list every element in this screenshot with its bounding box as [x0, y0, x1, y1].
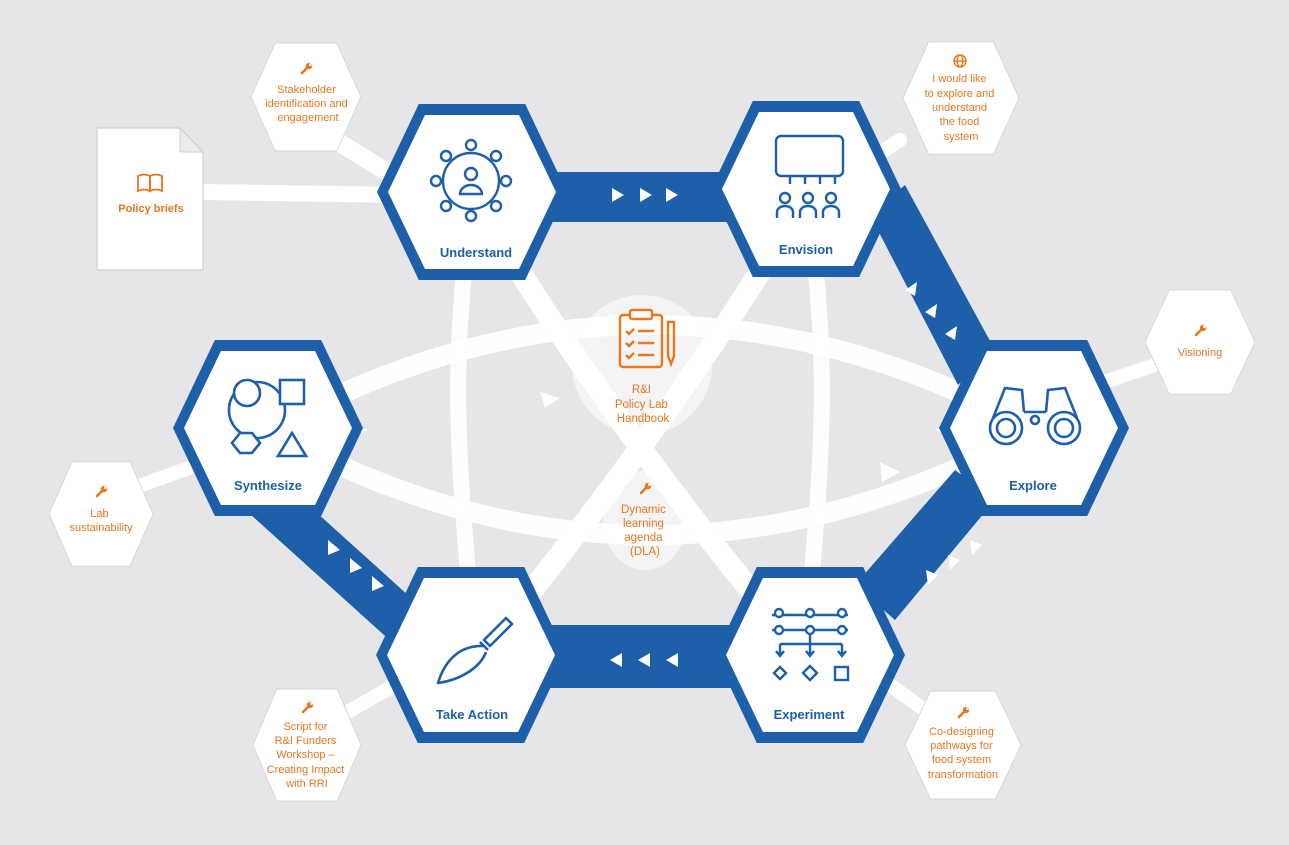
open-book-icon: [137, 173, 163, 193]
stage-hex-take-action: [376, 567, 566, 743]
dla-node: Dynamic learning agenda (DLA): [603, 470, 687, 570]
tool-hex-lab-sustainability: [48, 461, 154, 567]
tool-stakeholder: Stakeholder identification and engagemen…: [265, 61, 351, 124]
connector-explore-experiment: [855, 470, 995, 620]
tool-label-codesigning: Co-designing pathways for food system tr…: [928, 726, 998, 781]
tool-label-visioning: Visioning: [1178, 347, 1222, 359]
connector-envision-explore: [870, 185, 995, 385]
policy-briefs-label: Policy briefs: [118, 203, 183, 215]
binoculars-icon: [988, 386, 1082, 446]
stage-hexagons: [173, 101, 1129, 743]
envision-icon-group: [774, 134, 845, 218]
tool-codesigning: Co-designing pathways for food system tr…: [928, 705, 998, 781]
tool-hexagons: [48, 41, 1256, 802]
trowel-icon: [436, 616, 514, 685]
stage-label-experiment: Experiment: [774, 707, 845, 722]
tool-label-explore-food: I would like to explore and understand t…: [925, 73, 998, 143]
tool-label-script-funders: Script for R&I Funders Workshop – Creati…: [267, 721, 348, 790]
tool-explore-food: I would like to explore and understand t…: [925, 54, 998, 143]
stage-label-explore: Explore: [1009, 478, 1057, 493]
stage-hex-understand: [377, 104, 567, 280]
stage-hex-synthesize: [173, 340, 363, 516]
understand-icon-group: [429, 138, 513, 223]
globe-icon: [953, 54, 967, 68]
stakeholder-network-icon: [429, 138, 513, 223]
stage-label-synthesize: Synthesize: [234, 478, 302, 493]
tool-visioning: Visioning: [1178, 323, 1222, 359]
tool-lab-sustainability: Lab sustainability: [70, 484, 133, 534]
tool-hex-stakeholder: [250, 42, 362, 152]
clipboard-checklist-icon: [618, 308, 676, 369]
tool-hex-codesigning: [904, 690, 1022, 800]
take-action-icon-group: [436, 616, 514, 685]
explore-icon-group: [988, 386, 1082, 446]
stage-label-envision: Envision: [779, 242, 833, 257]
tool-label-lab-sustainability: Lab sustainability: [70, 508, 133, 534]
tool-script-funders: Script for R&I Funders Workshop – Creati…: [267, 700, 348, 790]
connector-arrows: [328, 188, 982, 667]
connector-synthesize-takeaction: [240, 475, 430, 645]
stage-label-take-action: Take Action: [436, 707, 508, 722]
handbook-label: R&I Policy Lab Handbook: [615, 384, 671, 425]
shapes-icon: [227, 378, 309, 458]
stage-hex-explore: [939, 340, 1129, 516]
dla-label: Dynamic learning agenda (DLA): [621, 504, 669, 558]
tool-label-stakeholder: Stakeholder identification and engagemen…: [265, 84, 351, 124]
tool-hex-script-funders: [252, 688, 362, 802]
stage-hex-envision: [711, 101, 901, 277]
flowchart-icon: [772, 607, 850, 682]
tool-hex-explore-food: [902, 41, 1020, 155]
connector-experiment-takeaction: [540, 625, 745, 688]
experiment-icon-group: [772, 607, 850, 682]
synthesize-icon-group: [227, 378, 309, 458]
stage-label-understand: Understand: [440, 245, 512, 260]
tool-hex-visioning: [1144, 289, 1256, 395]
group-discussion-icon: [774, 134, 845, 218]
policy-briefs-document: Policy briefs: [96, 126, 205, 271]
handbook-node: R&I Policy Lab Handbook: [572, 295, 712, 435]
